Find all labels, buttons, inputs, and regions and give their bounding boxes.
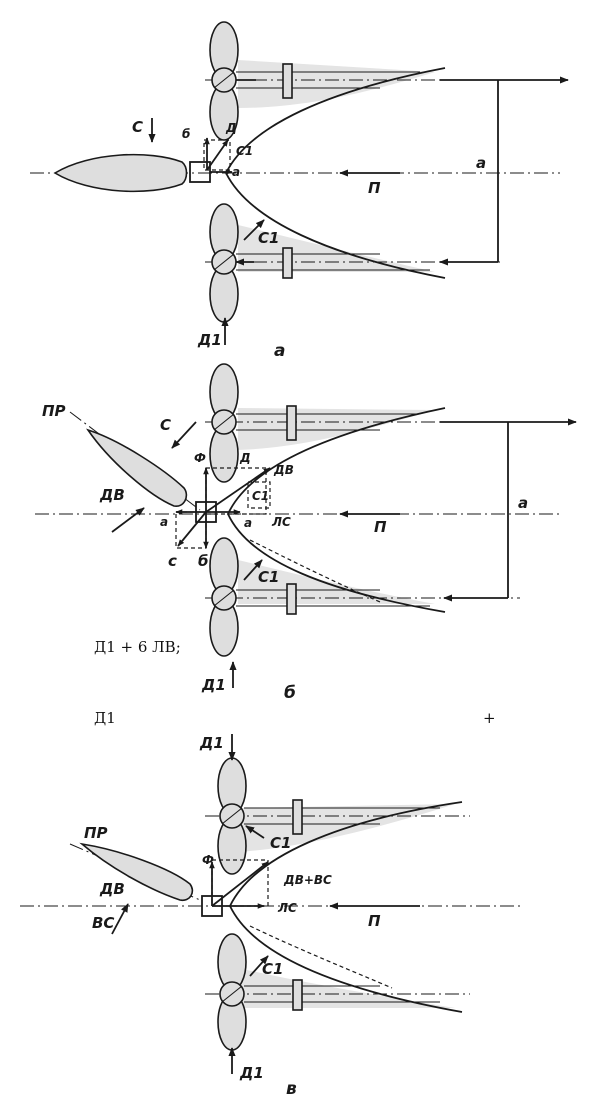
rudder-foil <box>79 842 194 902</box>
label-a-mid: а <box>244 516 252 530</box>
plus-text: + <box>483 709 496 727</box>
label-d1: Д1 <box>197 331 222 349</box>
caption-a: а <box>274 341 285 361</box>
panel-a: С б Д С1 а а П С1 Д1 а <box>30 21 569 361</box>
label-c1-box: С1 <box>252 489 269 503</box>
lower-propeller <box>209 537 430 657</box>
upper-propeller <box>217 757 440 875</box>
lower-propeller <box>209 203 430 323</box>
label-d1-bottom: Д1 <box>239 1064 264 1082</box>
label-vc: ВС <box>92 914 114 932</box>
label-d: Д <box>225 121 237 135</box>
label-a-small: а <box>232 165 240 179</box>
panel-v: Д1 ПР Ф С1 ДВ+ВС ДВ ВС ЛС П С1 Д1 в <box>20 734 520 1099</box>
label-b: б <box>182 127 190 141</box>
label-d: Д <box>239 451 251 465</box>
formula-text: Д1 + 6 ЛВ; <box>94 638 181 656</box>
label-lc: ЛС <box>277 901 297 915</box>
label-dv: ДВ <box>99 880 125 898</box>
label-p: П <box>374 518 387 536</box>
label-c-low: с <box>168 552 177 570</box>
shaded-jet-upper <box>238 60 435 108</box>
label-c1-top: С1 <box>236 144 253 158</box>
label-d1-top: Д1 <box>199 734 224 752</box>
force-arrow-dv-left <box>111 507 145 533</box>
label-dv-vc: ДВ+ВС <box>283 873 332 887</box>
label-f: Ф <box>202 853 214 867</box>
label-c1-top: С1 <box>270 834 291 852</box>
label-dv-right: ДВ <box>273 463 294 477</box>
label-c: С <box>160 416 171 434</box>
force-arrow-c1-top <box>245 825 265 839</box>
label-a-right: а <box>476 154 486 172</box>
rudder-foil <box>86 428 188 507</box>
label-a-right: а <box>518 494 528 512</box>
label-c: С <box>132 118 143 136</box>
label-b-low: б <box>198 552 208 570</box>
force-arrow-c1-lower <box>243 219 265 241</box>
caption-b: б <box>284 683 296 703</box>
label-a-left: а <box>160 515 168 529</box>
force-arrow-c1-lower <box>249 955 269 977</box>
label-c1-bottom: С1 <box>258 568 279 586</box>
caption-v: в <box>286 1079 297 1099</box>
hull-curve-dashed <box>249 539 381 603</box>
d1-line-text: Д1 <box>94 709 116 727</box>
panel-b: ПР С Ф Д ДВ С1 ДВ а а ЛС П а с б С1 Д1 б <box>35 363 577 703</box>
label-c1-bottom: С1 <box>262 960 283 978</box>
force-arrow-c1-lower <box>243 559 263 581</box>
label-d1: Д1 <box>201 676 226 694</box>
force-arrow-c <box>171 421 197 449</box>
label-f: Ф <box>194 451 206 465</box>
label-p: П <box>368 179 381 197</box>
label-pr: ПР <box>84 824 108 842</box>
label-pr: ПР <box>42 402 66 420</box>
label-c1-bottom: С1 <box>258 229 279 247</box>
label-p: П <box>368 912 381 930</box>
label-dv-left: ДВ <box>99 486 125 504</box>
rudder-foil <box>53 153 188 193</box>
force-arrow-dv <box>111 903 129 935</box>
label-lc: ЛС <box>271 515 291 529</box>
upper-propeller <box>209 21 420 141</box>
